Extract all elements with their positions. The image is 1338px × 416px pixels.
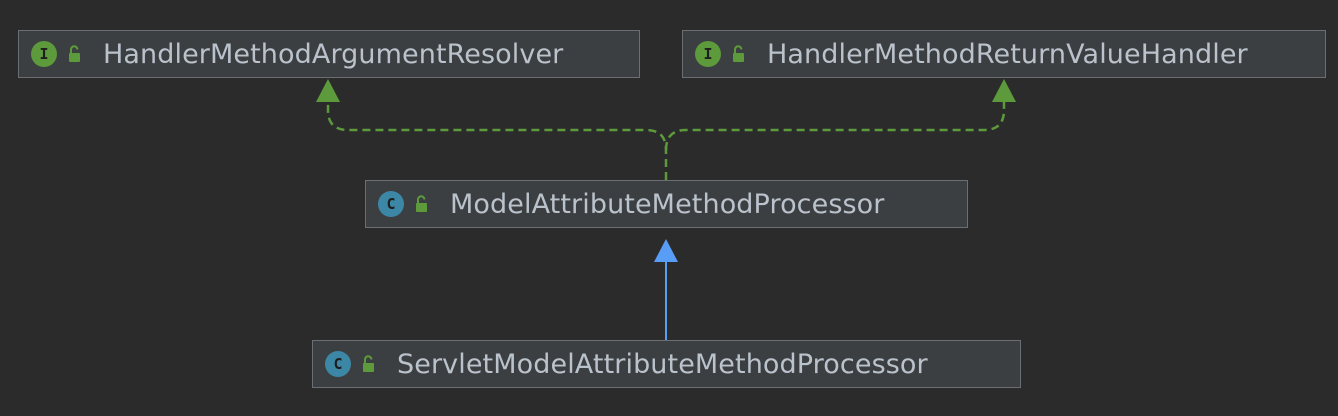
node-label: ModelAttributeMethodProcessor (450, 188, 885, 220)
node-servlet-model-attribute-method-processor[interactable]: C ServletModelAttributeMethodProcessor (312, 340, 1021, 388)
interface-icon: I (695, 41, 721, 67)
implements-edge-argument-resolver (326, 100, 668, 180)
class-icon: C (325, 351, 351, 377)
implements-edge-return-value-handler (664, 100, 1006, 151)
extends-arrowhead-model-attribute-processor (654, 239, 678, 262)
interface-icon: I (31, 41, 57, 67)
node-label: ServletModelAttributeMethodProcessor (397, 348, 928, 380)
node-handler-method-return-value-handler[interactable]: I HandlerMethodReturnValueHandler (682, 30, 1326, 78)
node-label: HandlerMethodArgumentResolver (103, 38, 564, 70)
node-model-attribute-method-processor[interactable]: C ModelAttributeMethodProcessor (365, 180, 968, 228)
implements-arrowhead-return-value-handler (992, 79, 1016, 102)
public-lock-icon (69, 45, 80, 62)
public-lock-icon (416, 195, 427, 212)
public-lock-icon (733, 45, 744, 62)
public-lock-icon (363, 355, 374, 372)
node-label: HandlerMethodReturnValueHandler (767, 38, 1248, 70)
node-handler-method-argument-resolver[interactable]: I HandlerMethodArgumentResolver (18, 30, 640, 78)
implements-arrowhead-argument-resolver (316, 79, 340, 102)
class-icon: C (378, 191, 404, 217)
